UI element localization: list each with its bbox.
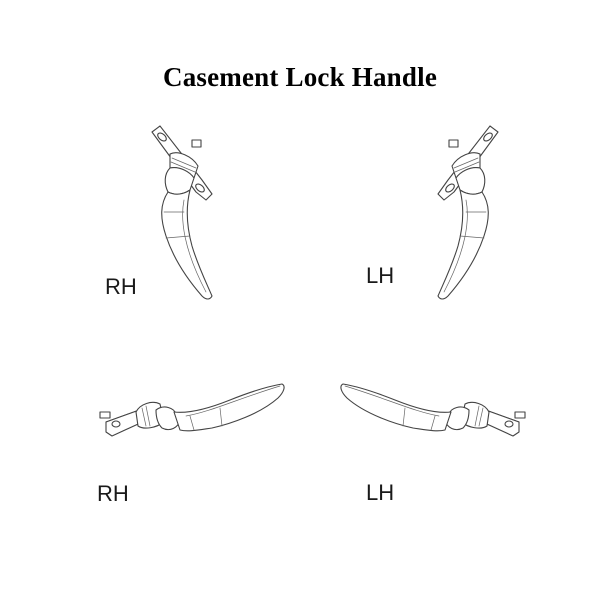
label-lh-top: LH <box>366 263 395 288</box>
diagram-title: Casement Lock Handle <box>163 62 437 92</box>
lh-vertical-handle-drawing <box>437 125 499 300</box>
lh-horizontal-handle-drawing <box>340 383 526 437</box>
label-lh-bottom: LH <box>366 480 395 505</box>
label-rh-bottom: RH <box>97 481 129 506</box>
rh-vertical-handle-drawing <box>151 125 213 300</box>
rh-horizontal-handle-drawing <box>99 383 285 437</box>
label-rh-top: RH <box>105 274 137 299</box>
